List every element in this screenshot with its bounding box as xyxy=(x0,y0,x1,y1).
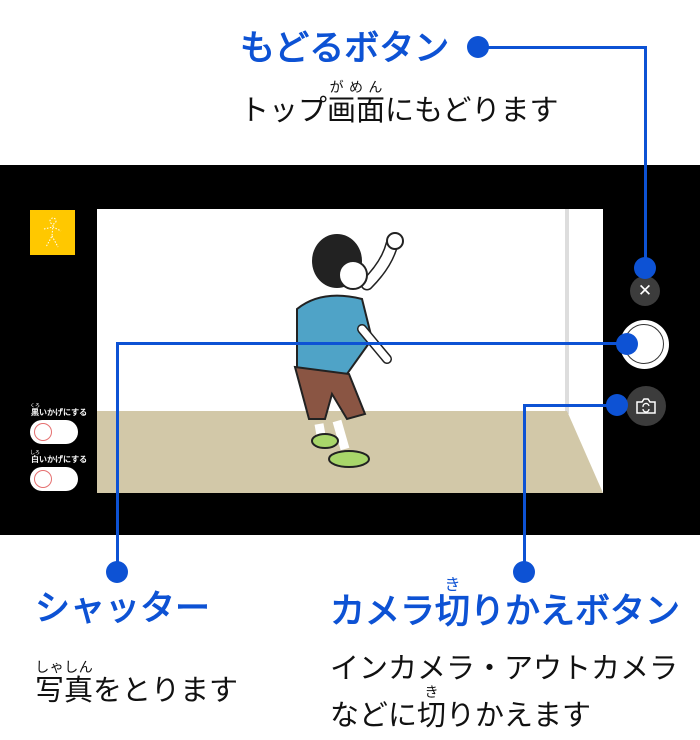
shutter-annotation-title: シャッター xyxy=(35,589,211,629)
camera-preview xyxy=(97,209,603,493)
white-shadow-setting: 白しろいかげにする xyxy=(30,450,87,491)
switch-dot xyxy=(513,561,535,583)
white-shadow-label: 白しろいかげにする xyxy=(30,450,88,464)
switch-connector xyxy=(523,404,617,407)
back-connector-v xyxy=(644,46,647,268)
shutter-connector xyxy=(116,342,627,345)
back-annotation-title: もどるボタン xyxy=(240,29,450,69)
shutter-dot xyxy=(106,561,128,583)
white-shadow-toggle[interactable] xyxy=(30,467,78,491)
mode-button[interactable] xyxy=(30,210,75,255)
back-dot xyxy=(467,36,489,58)
close-icon: ✕ xyxy=(637,281,653,301)
shutter-target-dot xyxy=(616,333,638,355)
switch-annotation-desc-1: インカメラ・アウトカメラ xyxy=(330,651,679,685)
black-shadow-label: 黒くろいかげにする xyxy=(30,403,88,417)
camera-switch-button[interactable] xyxy=(626,386,666,426)
switch-connector-v xyxy=(523,404,526,572)
switch-annotation-desc-2: などに切きりかえます xyxy=(330,685,592,732)
walking-person-icon xyxy=(43,217,61,247)
switch-target-dot xyxy=(606,394,628,416)
back-button[interactable]: ✕ xyxy=(630,276,660,306)
shutter-annotation-desc: 写真しゃしんをとります xyxy=(35,660,239,707)
back-target-dot xyxy=(634,257,656,279)
camera-rotate-icon xyxy=(636,398,656,414)
switch-annotation-title: カメラ切きりかえボタン xyxy=(330,575,681,632)
black-shadow-setting: 黒くろいかげにする xyxy=(30,403,87,444)
black-shadow-toggle[interactable] xyxy=(30,420,78,444)
back-connector xyxy=(478,46,647,49)
back-annotation-desc: トップ画面がめんにもどります xyxy=(240,80,559,127)
shutter-connector-v xyxy=(116,342,119,572)
